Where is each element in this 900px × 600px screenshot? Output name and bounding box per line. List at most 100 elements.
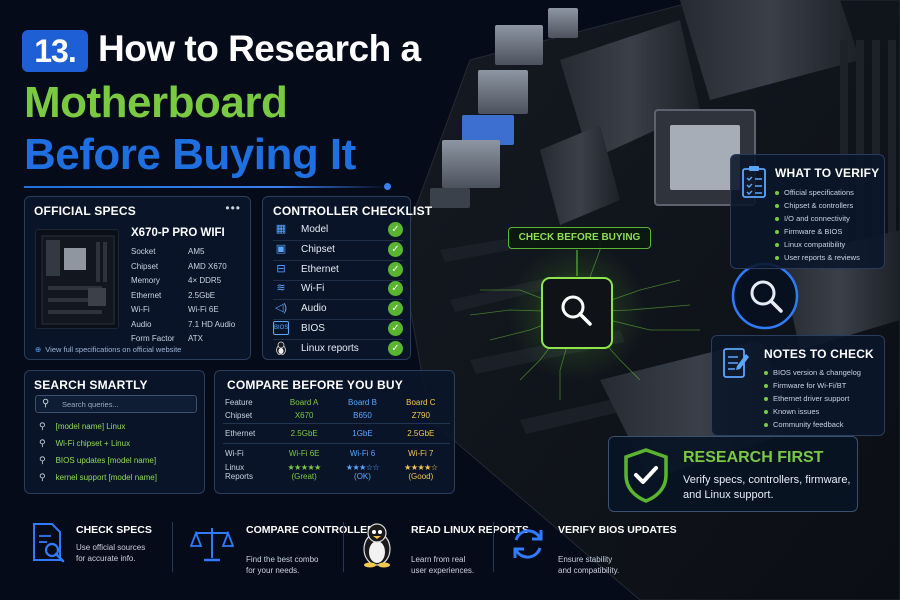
bios-icon: BIOS [273, 321, 289, 335]
feature-desc-line: for accurate info. [76, 554, 136, 563]
title-underline-dot [384, 183, 391, 190]
feature-divider [172, 522, 173, 572]
compare-feature: Wi-Fi [223, 442, 275, 463]
checklist-label: BIOS [301, 323, 325, 334]
spec-value: 4× DDR5 [188, 276, 222, 285]
verify-item-text: Official specifications [784, 188, 854, 197]
feature-title: READ LINUX REPORTS [411, 524, 529, 536]
notepad-pen-icon [722, 346, 750, 380]
title-line-2: Motherboard [24, 78, 288, 127]
note-item-text: Ethernet driver support [773, 394, 850, 403]
linux-reports-label: Linux Reports [225, 463, 254, 481]
verify-item-text: I/O and connectivity [784, 214, 850, 223]
search-icon: ⚲ [39, 472, 46, 482]
title-line-3: Before Buying It [24, 130, 356, 179]
note-item-text: Known issues [773, 407, 820, 416]
spec-value: AM5 [188, 247, 205, 256]
what-to-verify-heading: WHAT TO VERIFY [775, 166, 880, 180]
checklist-row: Linux reports✓ [273, 340, 403, 358]
note-item: Community feedback [764, 420, 843, 429]
compare-board-b: Wi-Fi 6 [333, 442, 392, 463]
feature-desc-line: Find the best combo [246, 555, 319, 564]
notes-to-check-heading: NOTES TO CHECK [764, 347, 874, 361]
feature-desc-line: Use official sources [76, 543, 146, 552]
controller-checklist-heading: CONTROLLER CHECKLIST [273, 204, 433, 218]
search-query-item[interactable]: ⚲Wi-Fi chipset + Linux [39, 438, 130, 449]
stars-rating-a: ★★★★★ [287, 463, 321, 472]
compare-board-c: Wi-Fi 7 [391, 442, 450, 463]
verify-item-text: Linux compatibility [784, 240, 846, 249]
view-full-specs-link[interactable]: ⊕View full specifications on official we… [35, 345, 182, 354]
verify-item: I/O and connectivity [775, 214, 850, 223]
col-feature: Feature [225, 397, 253, 407]
chip-icon: ▦ [275, 223, 287, 235]
checklist-label: Wi-Fi [301, 283, 325, 295]
search-query-item[interactable]: ⚲kernel support [model name] [39, 472, 157, 483]
col-board-b: Board B [348, 397, 377, 407]
search-smartly-panel: SEARCH SMARTLY ⚲ Search queries... ⚲[mod… [24, 370, 205, 494]
search-queries-input[interactable]: ⚲ Search queries... [35, 395, 197, 413]
checklist-row: ▦ Model ✓ [273, 221, 403, 241]
verify-item-text: Chipset & controllers [784, 201, 854, 210]
checkmark-icon: ✓ [388, 321, 403, 336]
search-smartly-heading: SEARCH SMARTLY [34, 378, 148, 392]
search-query-item[interactable]: ⚲[model name] Linux [39, 421, 125, 432]
checkmark-icon: ✓ [388, 241, 403, 257]
checkmark-icon: ✓ [388, 222, 403, 237]
compare-heading: COMPARE BEFORE YOU BUY [227, 378, 403, 392]
checklist-row: ≋ Wi-Fi ✓ [273, 280, 403, 301]
linux-penguin-icon [273, 341, 289, 356]
compare-board-a: Wi-Fi 6E [275, 442, 334, 463]
model-name: X670-P PRO WIFI [131, 227, 225, 239]
note-item-text: BIOS version & changelog [773, 368, 861, 377]
checkmark-icon: ✓ [388, 281, 403, 297]
verify-item: Official specifications [775, 188, 854, 197]
spec-label: Chipset [131, 261, 159, 271]
compare-board-c: Z790 [411, 411, 430, 421]
controller-checklist-panel: CONTROLLER CHECKLIST ▦Model✓▣Chipset✓⊟Et… [262, 196, 432, 360]
feature-divider [343, 522, 344, 572]
feature-title: VERIFY BIOS UPDATES [558, 524, 677, 536]
verify-item: Firmware & BIOS [775, 227, 842, 236]
search-query-text: BIOS updates [model name] [55, 456, 157, 465]
spec-row: Memory 4× DDR5 [131, 276, 221, 285]
col-board-a: Board A [289, 397, 319, 407]
checkmark-icon: ✓ [388, 340, 403, 356]
compare-feature: Chipset [225, 411, 253, 421]
checklist-label: Audio [301, 303, 327, 315]
spec-value: ATX [188, 334, 203, 343]
ellipsis-icon[interactable]: ••• [225, 201, 241, 215]
spec-label: Form Factor [131, 334, 175, 343]
compare-board-b: 1GbE [333, 422, 392, 443]
wifi-icon: ≋ [276, 282, 286, 295]
title-underline [24, 186, 390, 188]
search-query-item[interactable]: ⚲BIOS updates [model name] [39, 455, 156, 466]
globe-icon: ⊕ [35, 345, 42, 354]
stars-rating-c: ★★★★☆ [404, 463, 438, 472]
spec-value: AMD X670 [188, 261, 227, 271]
motherboard-thumbnail [35, 229, 119, 329]
search-icon: ⚲ [39, 438, 46, 448]
spec-value: 2.5GbE [188, 290, 216, 300]
checklist-label: Model [301, 224, 329, 235]
compare-board-a: X670 [294, 411, 314, 421]
search-icon: ⚲ [39, 421, 46, 431]
spec-label: Memory [131, 276, 160, 285]
linux-reports-c: ★★★★☆(Good) [392, 463, 450, 481]
feature-title: CHECK SPECS [76, 524, 152, 536]
note-item: Firmware for Wi-Fi/BT [764, 381, 846, 390]
feature-desc-line: and compatibility. [558, 566, 620, 575]
checklist-row: BIOS BIOS ✓ [273, 320, 403, 340]
note-item: Known issues [764, 407, 819, 416]
checklist-row: ▣Chipset✓ [273, 241, 403, 261]
checklist-row: ◁)Audio✓ [273, 300, 403, 321]
verify-item: Linux compatibility [775, 240, 845, 249]
spec-label: Audio [131, 319, 152, 329]
